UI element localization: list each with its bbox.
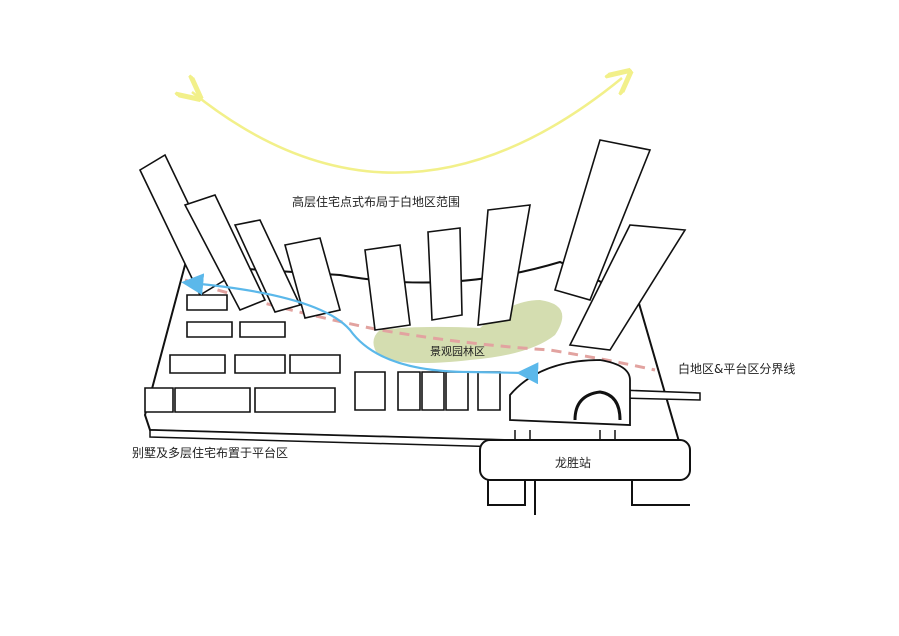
low-rise-building — [289, 354, 341, 374]
low-rise-building — [234, 354, 286, 374]
low-rise-building — [421, 371, 445, 411]
low-rise-building — [239, 321, 286, 338]
low-rise-building — [397, 371, 421, 411]
station-building — [479, 359, 701, 515]
label-landscape: 景观园林区 — [430, 345, 485, 358]
low-rise-building — [144, 387, 174, 413]
pedestrian-flow-arrow — [181, 273, 539, 385]
label-highrise: 高层住宅点式布局于白地区范围 — [292, 195, 461, 209]
highrise-tower — [568, 224, 687, 351]
low-rise-building — [174, 387, 251, 413]
low-rise-building — [477, 371, 501, 411]
low-rise-building — [445, 371, 469, 411]
label-station: 龙胜站 — [555, 456, 592, 470]
low-rise-building — [254, 387, 336, 413]
highrise-tower — [554, 139, 652, 301]
highrise-tower — [427, 227, 463, 321]
low-rise-building — [169, 354, 226, 374]
low-rise-building — [186, 321, 233, 338]
low-rise-building — [186, 294, 228, 311]
low-rise-building — [354, 371, 386, 411]
label-villas: 别墅及多层住宅布置于平台区 — [132, 446, 289, 460]
label-boundary: 白地区&平台区分界线 — [678, 362, 796, 376]
sun-path-arc — [192, 78, 622, 174]
